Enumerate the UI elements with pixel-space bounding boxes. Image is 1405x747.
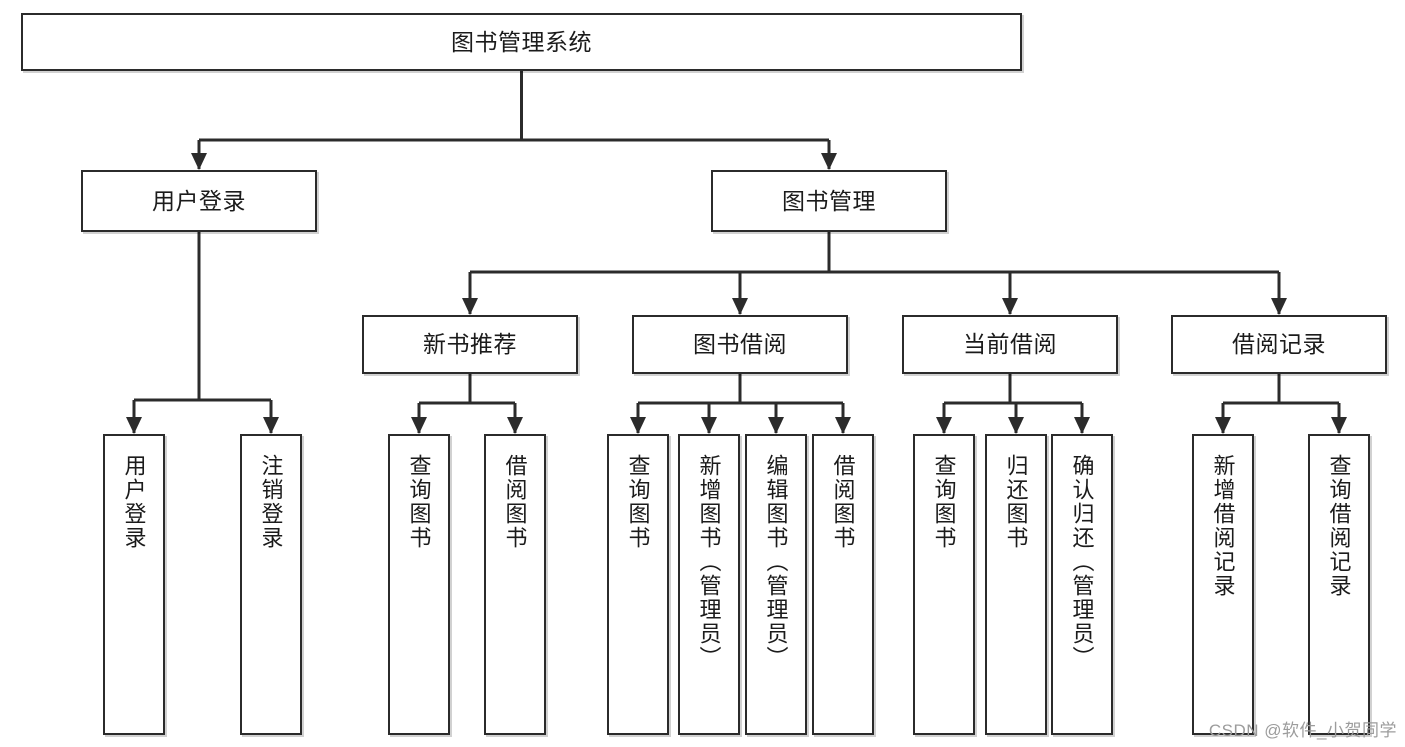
arrow-head-new-book-recommend <box>462 298 478 315</box>
node-leaf-query-record[interactable]: 查询借阅记录 <box>1308 434 1370 735</box>
arrow-head-leaf-logout <box>263 417 279 434</box>
node-current-borrow[interactable]: 当前借阅 <box>902 315 1118 374</box>
node-label: 当前借阅 <box>963 331 1057 358</box>
node-label: 查询图书 <box>625 454 651 550</box>
node-label: 新增图书（管理员） <box>696 454 722 670</box>
arrow-head-leaf-return-book <box>1008 417 1024 434</box>
node-label: 图书管理系统 <box>451 28 592 55</box>
arrow-head-leaf-user-login <box>126 417 142 434</box>
node-leaf-add-book[interactable]: 新增图书（管理员） <box>678 434 740 735</box>
node-user-login[interactable]: 用户登录 <box>81 170 317 232</box>
node-label: 用户登录 <box>121 454 147 550</box>
node-label: 注销登录 <box>258 454 284 550</box>
arrow-head-leaf-query-book-1 <box>411 417 427 434</box>
node-leaf-edit-book[interactable]: 编辑图书（管理员） <box>745 434 807 735</box>
arrow-head-user-login <box>191 153 207 170</box>
node-label: 确认归还（管理员） <box>1069 454 1095 670</box>
node-leaf-user-login[interactable]: 用户登录 <box>103 434 165 735</box>
node-root[interactable]: 图书管理系统 <box>21 13 1022 71</box>
arrow-head-book-borrow <box>732 298 748 315</box>
node-label: 图书管理 <box>782 187 876 214</box>
node-leaf-query-book-1[interactable]: 查询图书 <box>388 434 450 735</box>
node-label: 查询借阅记录 <box>1326 454 1352 598</box>
arrow-head-borrow-record <box>1271 298 1287 315</box>
arrow-head-leaf-query-record <box>1331 417 1347 434</box>
node-label: 查询图书 <box>931 454 957 550</box>
node-leaf-borrow-book-2[interactable]: 借阅图书 <box>812 434 874 735</box>
arrow-head-leaf-borrow-book-1 <box>507 417 523 434</box>
node-label: 编辑图书（管理员） <box>763 454 789 670</box>
node-leaf-confirm-return[interactable]: 确认归还（管理员） <box>1051 434 1113 735</box>
node-leaf-add-record[interactable]: 新增借阅记录 <box>1192 434 1254 735</box>
node-label: 借阅图书 <box>830 454 856 550</box>
node-label: 新增借阅记录 <box>1210 454 1236 598</box>
node-label: 图书借阅 <box>693 331 787 358</box>
node-leaf-return-book[interactable]: 归还图书 <box>985 434 1047 735</box>
node-leaf-logout[interactable]: 注销登录 <box>240 434 302 735</box>
arrow-head-leaf-add-book <box>701 417 717 434</box>
arrow-head-leaf-add-record <box>1215 417 1231 434</box>
arrow-head-leaf-query-book-3 <box>936 417 952 434</box>
arrow-head-leaf-query-book-2 <box>630 417 646 434</box>
node-leaf-query-book-2[interactable]: 查询图书 <box>607 434 669 735</box>
node-label: 用户登录 <box>152 187 246 214</box>
arrow-head-leaf-confirm-return <box>1074 417 1090 434</box>
node-label: 借阅记录 <box>1232 331 1326 358</box>
node-borrow-record[interactable]: 借阅记录 <box>1171 315 1387 374</box>
arrow-head-book-management <box>821 153 837 170</box>
node-leaf-query-book-3[interactable]: 查询图书 <box>913 434 975 735</box>
node-book-management[interactable]: 图书管理 <box>711 170 947 232</box>
node-label: 借阅图书 <box>502 454 528 550</box>
arrow-head-leaf-edit-book <box>768 417 784 434</box>
arrow-head-current-borrow <box>1002 298 1018 315</box>
node-book-borrow[interactable]: 图书借阅 <box>632 315 848 374</box>
node-label: 归还图书 <box>1003 454 1029 550</box>
node-label: 查询图书 <box>406 454 432 550</box>
node-leaf-borrow-book-1[interactable]: 借阅图书 <box>484 434 546 735</box>
node-label: 新书推荐 <box>423 331 517 358</box>
node-new-book-recommend[interactable]: 新书推荐 <box>362 315 578 374</box>
arrow-head-leaf-borrow-book-2 <box>835 417 851 434</box>
